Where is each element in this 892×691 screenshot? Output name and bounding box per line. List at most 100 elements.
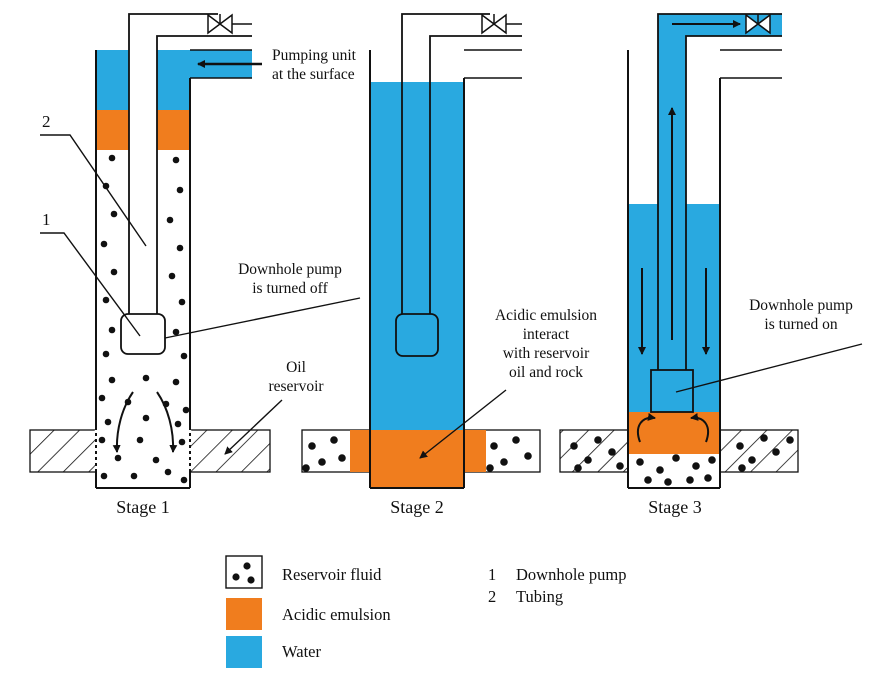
fluid-dot [136,436,144,444]
emulsion-line-2: interact [522,326,570,343]
fluid-dot [110,268,118,276]
stage-2-water [370,82,464,430]
pump-off-line-2: is turned off [252,280,328,297]
fluid-dot [168,272,176,280]
emulsion-line-1: Acidic emulsion [494,307,598,324]
pumping-unit-label: Pumping unit at the surface [272,46,356,84]
fluid-dot [110,210,118,218]
fluid-dot [738,464,746,472]
stage-3-label: Stage 3 [648,497,702,517]
stage-3-well [559,13,863,489]
fluid-dot [180,476,188,484]
fluid-dot [524,452,532,460]
fluid-dot [172,378,180,386]
fluid-dot [172,328,180,336]
fluid-dot [302,464,310,472]
emulsion-line-4: oil and rock [508,364,584,381]
fluid-dot [162,400,170,408]
fluid-dot [584,456,592,464]
stage-1-label: Stage 1 [116,497,170,517]
fluid-dot [308,442,316,450]
fluid-dot [636,458,644,466]
fluid-dot [142,414,150,422]
fluid-dot [104,418,112,426]
stage-1-well [29,13,361,489]
pumping-unit-line-1: Pumping unit [272,47,356,64]
pump-marker: 1 [42,210,51,229]
fluid-dot [182,406,190,414]
stage-1-formation-right [189,429,271,473]
legend-label-water: Water [282,642,321,661]
fluid-dot [608,448,616,456]
fluid-dot [672,454,680,462]
fluid-dot [172,156,180,164]
fluid-dot [176,244,184,252]
fluid-dot [176,186,184,194]
fluid-dot [130,472,138,480]
fluid-dot [102,296,110,304]
fluid-dot [164,468,172,476]
fluid-dot [786,436,794,444]
fluid-dot [490,442,498,450]
fluid-dot [736,442,744,450]
tubing-marker: 2 [42,112,51,131]
fluid-dot [500,458,508,466]
fluid-dot [692,462,700,470]
fluid-dot [616,462,624,470]
fluid-dot [152,456,160,464]
fluid-dot [100,472,108,480]
pump-on-line-1: Downhole pump [749,297,853,314]
fluid-dot [574,464,582,472]
key-text-2: Tubing [516,587,564,606]
legend-label-reservoir-fluid: Reservoir fluid [282,565,382,584]
key-number-2: 2 [488,587,497,606]
legend-swatch-water [226,636,262,668]
stage-2-label: Stage 2 [390,497,444,517]
pump-on-line-2: is turned on [764,316,838,333]
fluid-dot [100,240,108,248]
pump-on-label: Downhole pump is turned on [736,296,866,334]
fluid-dot [318,458,326,466]
fluid-dot [98,394,106,402]
fluid-dot [664,478,672,486]
fluid-dot [644,476,652,484]
key-text-1: Downhole pump [516,565,627,584]
fluid-dot [486,464,494,472]
legend-swatch-acidic-emulsion [226,598,262,630]
pump-off-line-1: Downhole pump [238,261,342,278]
fluid-dot [108,376,116,384]
key-number-1: 1 [488,565,497,584]
stage-3-downhole-pump [650,369,694,413]
legend [225,555,263,668]
fluid-dot [570,442,578,450]
stage-3-acidic-emulsion [628,412,720,454]
fluid-dot [166,216,174,224]
fluid-dot [180,352,188,360]
fluid-dot [760,434,768,442]
legend-swatch-reservoir-fluid [225,555,263,589]
emulsion-label: Acidic emulsion interact with reservoir … [476,306,616,382]
stage-1-tubing [129,50,157,316]
oil-reservoir-line-1: Oil [286,359,306,376]
fluid-dot [108,154,116,162]
fluid-dot [704,474,712,482]
fluid-dot [108,326,116,334]
fluid-dot [330,436,338,444]
stage-1-reservoir-dots [98,154,190,484]
fluid-dot [178,438,186,446]
fluid-dot [656,466,664,474]
fluid-dot [124,398,132,406]
emulsion-line-3: with reservoir [502,345,590,362]
stage-2-downhole-pump [395,313,439,357]
fluid-dot [708,456,716,464]
fluid-dot [512,436,520,444]
oil-reservoir-line-2: reservoir [268,378,324,395]
fluid-dot [98,436,106,444]
fluid-dot [686,476,694,484]
stage-1-formation-left [29,429,97,473]
pumping-unit-line-2: at the surface [272,66,355,83]
fluid-dot [748,456,756,464]
fluid-dot [142,374,150,382]
fluid-dot [178,298,186,306]
